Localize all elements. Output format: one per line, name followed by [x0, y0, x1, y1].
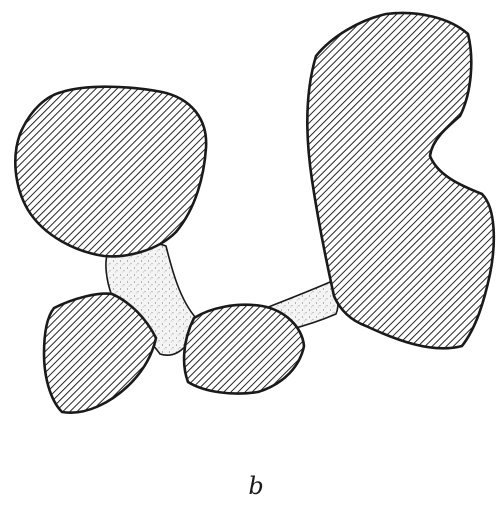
grain-right-large: [307, 13, 494, 348]
figure-caption: b: [0, 472, 502, 500]
grain-top-left: [15, 87, 206, 257]
grain-bottom-center: [184, 305, 304, 394]
